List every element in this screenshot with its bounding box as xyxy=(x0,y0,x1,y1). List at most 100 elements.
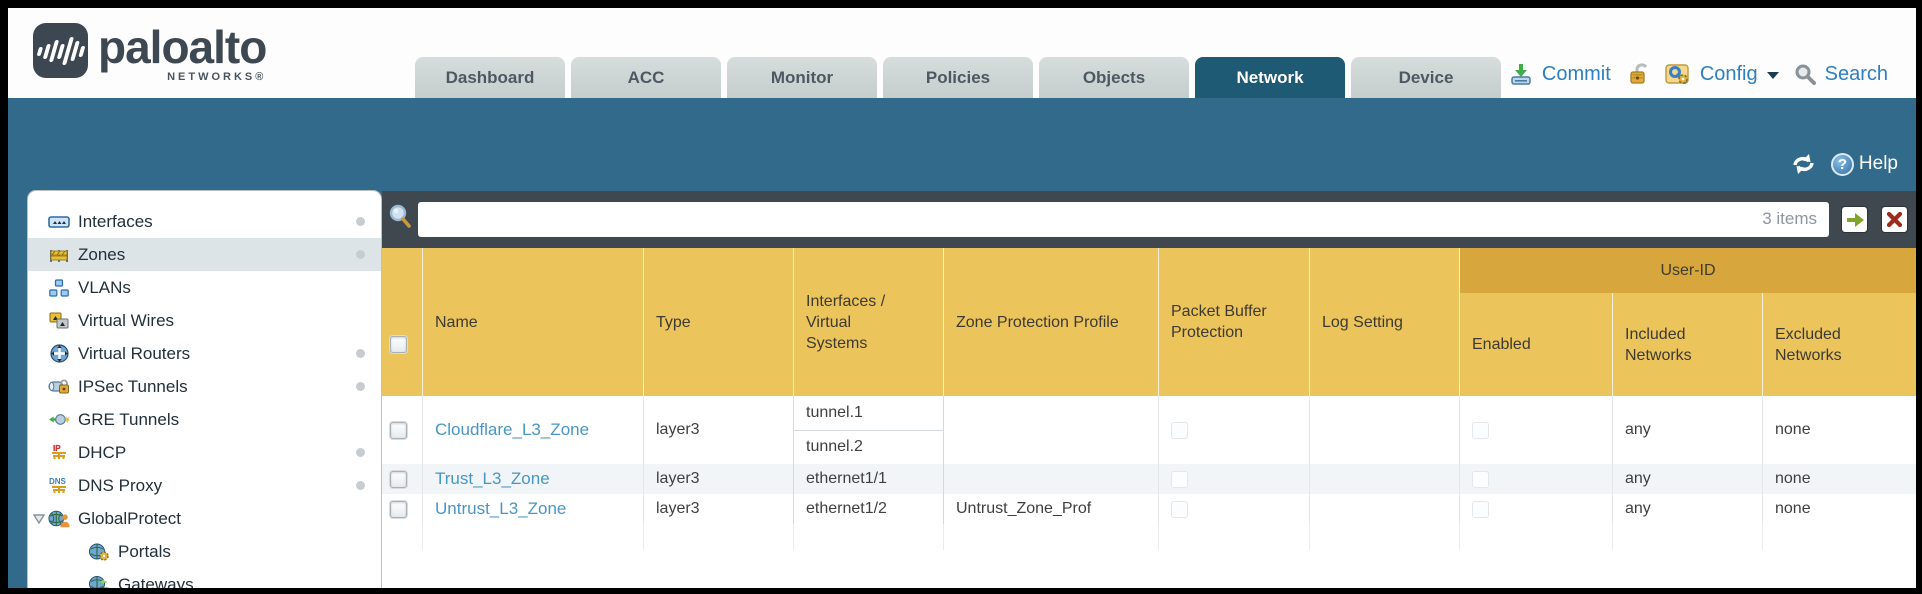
tab-acc[interactable]: ACC xyxy=(571,57,721,98)
zone-name-link[interactable]: Trust_L3_Zone xyxy=(435,469,550,488)
lock-icon[interactable] xyxy=(1628,62,1650,86)
apply-filter-button[interactable] xyxy=(1841,206,1868,233)
column-border-stubs xyxy=(382,524,1916,550)
column-header-enabled[interactable]: Enabled xyxy=(1460,293,1613,396)
zone-name-link[interactable]: Untrust_L3_Zone xyxy=(435,499,567,518)
column-header-zone-protection-profile[interactable]: Zone Protection Profile xyxy=(944,248,1159,396)
stub-cell xyxy=(1460,524,1613,550)
packet-buffer-protection-cell xyxy=(1159,464,1310,494)
zone-name-cell: Untrust_L3_Zone xyxy=(423,494,644,524)
interface-entry: ethernet1/2 xyxy=(806,500,887,517)
packet-buffer-protection-checkbox[interactable] xyxy=(1171,500,1188,518)
column-header-log-setting[interactable]: Log Setting xyxy=(1310,248,1460,396)
interfaces-cell: ethernet1/2 xyxy=(793,494,944,524)
svg-text:DNS: DNS xyxy=(49,477,67,486)
sidebar-item-portals[interactable]: Portals xyxy=(28,535,381,568)
row-select-checkbox[interactable] xyxy=(390,470,407,488)
clear-filter-button[interactable] xyxy=(1881,206,1908,233)
status-dot xyxy=(356,481,365,490)
sidebar-item-label: Zones xyxy=(78,244,126,264)
packet-buffer-protection-checkbox[interactable] xyxy=(1171,421,1188,439)
main-panel: 3 items Name xyxy=(382,191,1916,588)
sidebar-item-vlans[interactable]: VLANs xyxy=(28,271,381,304)
row-select-cell xyxy=(382,396,423,464)
tab-dashboard[interactable]: Dashboard xyxy=(415,57,565,98)
zone-name-link[interactable]: Cloudflare_L3_Zone xyxy=(435,420,590,439)
filter-input[interactable] xyxy=(418,202,1829,237)
column-header-name[interactable]: Name xyxy=(423,248,644,396)
status-dot xyxy=(356,250,365,259)
zone-name-cell: Trust_L3_Zone xyxy=(423,464,644,494)
row-select-checkbox[interactable] xyxy=(390,500,407,518)
user-id-enabled-checkbox[interactable] xyxy=(1472,500,1489,518)
sidebar-item-interfaces[interactable]: Interfaces xyxy=(28,205,381,238)
ipsec-tunnels-icon xyxy=(48,377,70,397)
caret-down-icon[interactable] xyxy=(1766,72,1779,79)
left-gutter xyxy=(8,184,27,588)
filter-bar: 3 items xyxy=(382,191,1916,248)
search-icon xyxy=(1794,63,1816,85)
user-id-enabled-cell xyxy=(1460,464,1613,494)
tab-monitor[interactable]: Monitor xyxy=(727,57,877,98)
sidebar-item-gateways[interactable]: Gateways xyxy=(28,568,381,588)
expander-triangle-icon[interactable] xyxy=(32,513,46,524)
packet-buffer-protection-checkbox[interactable] xyxy=(1171,470,1188,488)
column-header-interfaces[interactable]: Interfaces / Virtual Systems xyxy=(794,248,944,396)
help-link[interactable]: Help xyxy=(1858,153,1898,174)
sidebar-item-virtual-wires[interactable]: Virtual Wires xyxy=(28,304,381,337)
sidebar-item-virtual-routers[interactable]: Virtual Routers xyxy=(28,337,381,370)
stub-cell xyxy=(1159,524,1310,550)
help-icon[interactable]: ? xyxy=(1830,152,1854,176)
column-header-excluded-networks[interactable]: Excluded Networks xyxy=(1775,325,1842,364)
zone-protection-profile-cell xyxy=(944,396,1159,464)
zone-type-cell: layer3 xyxy=(644,464,794,494)
sidebar-item-label: Gateways xyxy=(118,574,194,589)
svg-text:IP: IP xyxy=(53,444,61,453)
tab-policies[interactable]: Policies xyxy=(883,57,1033,98)
column-header-type[interactable]: Type xyxy=(644,248,794,396)
column-header-packet-buffer-protection[interactable]: Packet Buffer Protection xyxy=(1159,248,1310,396)
tab-device[interactable]: Device xyxy=(1351,57,1501,98)
packet-buffer-protection-cell xyxy=(1159,396,1310,464)
tab-network[interactable]: Network xyxy=(1195,57,1345,98)
tab-objects[interactable]: Objects xyxy=(1039,57,1189,98)
user-id-group-header: User-ID xyxy=(1460,248,1916,293)
zone-name-cell: Cloudflare_L3_Zone xyxy=(423,396,644,464)
filter-input-wrap: 3 items xyxy=(418,202,1829,237)
sidebar-item-label: DNS Proxy xyxy=(78,475,163,495)
sidebar-item-ipsec-tunnels[interactable]: IPSec Tunnels xyxy=(28,370,381,403)
log-setting-cell xyxy=(1310,494,1460,524)
column-header-included-networks[interactable]: Included Networks xyxy=(1613,293,1763,396)
commit-button[interactable]: Commit xyxy=(1541,62,1611,85)
row-select-checkbox[interactable] xyxy=(390,421,407,439)
teal-band: ? Help xyxy=(8,98,1916,184)
dns-proxy-icon: DNS xyxy=(48,476,70,496)
paloalto-logo: paloalto NETWORKS® xyxy=(33,23,267,83)
row-select-cell xyxy=(382,464,423,494)
interfaces-cell: ethernet1/1 xyxy=(793,464,944,494)
sidebar-item-gre-tunnels[interactable]: GRE Tunnels xyxy=(28,403,381,436)
portals-icon xyxy=(88,542,110,562)
gateways-icon xyxy=(88,575,110,588)
user-id-enabled-checkbox[interactable] xyxy=(1472,470,1489,488)
search-icon xyxy=(388,204,412,235)
user-id-enabled-checkbox[interactable] xyxy=(1472,421,1489,439)
virtual-routers-icon xyxy=(48,344,70,364)
stub-cell xyxy=(1613,524,1763,550)
refresh-icon[interactable] xyxy=(1790,152,1817,176)
search-button[interactable]: Search xyxy=(1824,62,1888,85)
select-all-checkbox[interactable] xyxy=(390,336,407,353)
sidebar-item-globalprotect[interactable]: GlobalProtect xyxy=(28,502,381,535)
status-dot xyxy=(356,448,365,457)
sidebar-item-dns-proxy[interactable]: DNS DNS Proxy xyxy=(28,469,381,502)
sidebar-item-zones[interactable]: Zones xyxy=(28,238,381,271)
config-button[interactable]: Config xyxy=(1699,62,1758,85)
sidebar-item-label: GRE Tunnels xyxy=(78,409,180,429)
interfaces-icon xyxy=(48,212,70,232)
